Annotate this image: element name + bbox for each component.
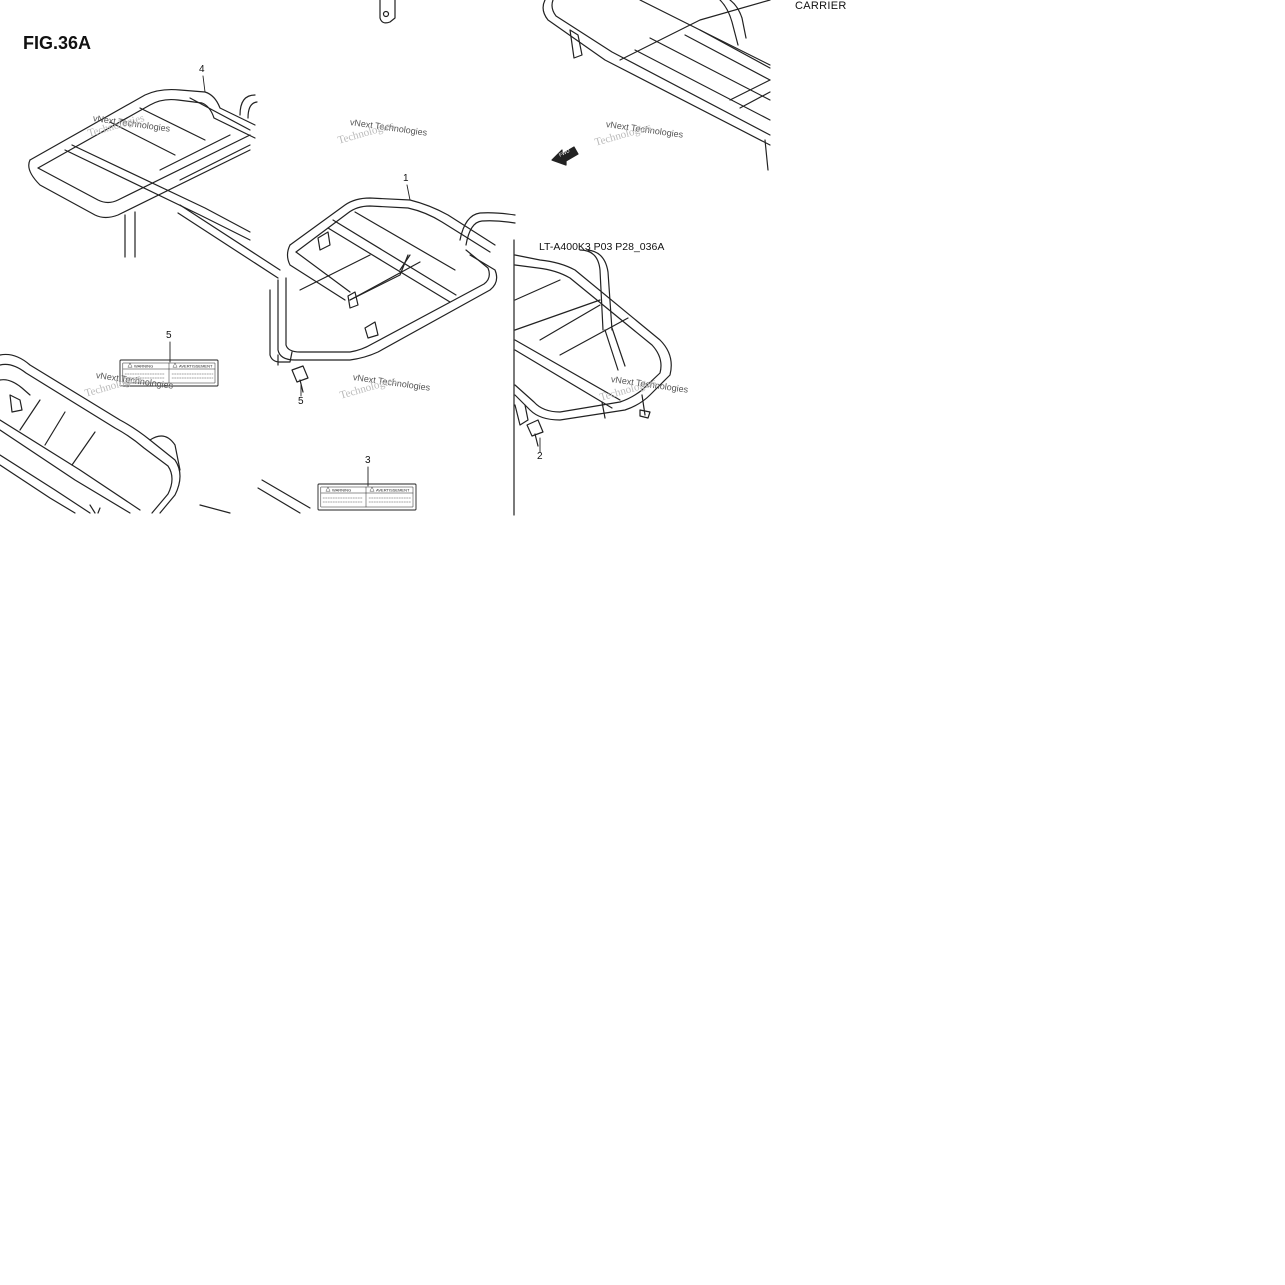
drawing-code: LT-A400K3 P03 P28_036A — [539, 241, 665, 253]
warning-label-small: WARNING AVERTISSEMENT — [119, 359, 219, 387]
callout-5: 5 — [298, 396, 304, 407]
carrier-detail-view — [542, 0, 771, 171]
callout-6: 5 — [166, 330, 172, 341]
label-warning-text: WARNING — [134, 364, 153, 369]
front-carrier-rack — [28, 88, 281, 279]
label-warning-text: WARNING — [332, 488, 351, 493]
figure-title: FIG.36A — [23, 33, 92, 53]
rack-closeup — [0, 353, 231, 514]
label-avertissement-text: AVERTISSEMENT — [179, 364, 213, 369]
callout-2: 2 — [537, 451, 543, 462]
rear-carrier-rack — [269, 0, 516, 393]
carrier-side-view — [513, 239, 672, 516]
callout-3: 3 — [365, 455, 371, 466]
callout-4: 4 — [199, 64, 205, 75]
warning-label-large: WARNING AVERTISSEMENT — [317, 483, 417, 511]
section-title: CARRIER — [795, 0, 847, 12]
forward-arrow-icon — [551, 146, 579, 166]
rack-fragment — [257, 479, 311, 514]
leader-lines — [169, 75, 541, 487]
callout-1: 1 — [403, 173, 409, 184]
label-avertissement-text: AVERTISSEMENT — [376, 488, 410, 493]
forward-arrow-label: FWD — [558, 148, 571, 159]
